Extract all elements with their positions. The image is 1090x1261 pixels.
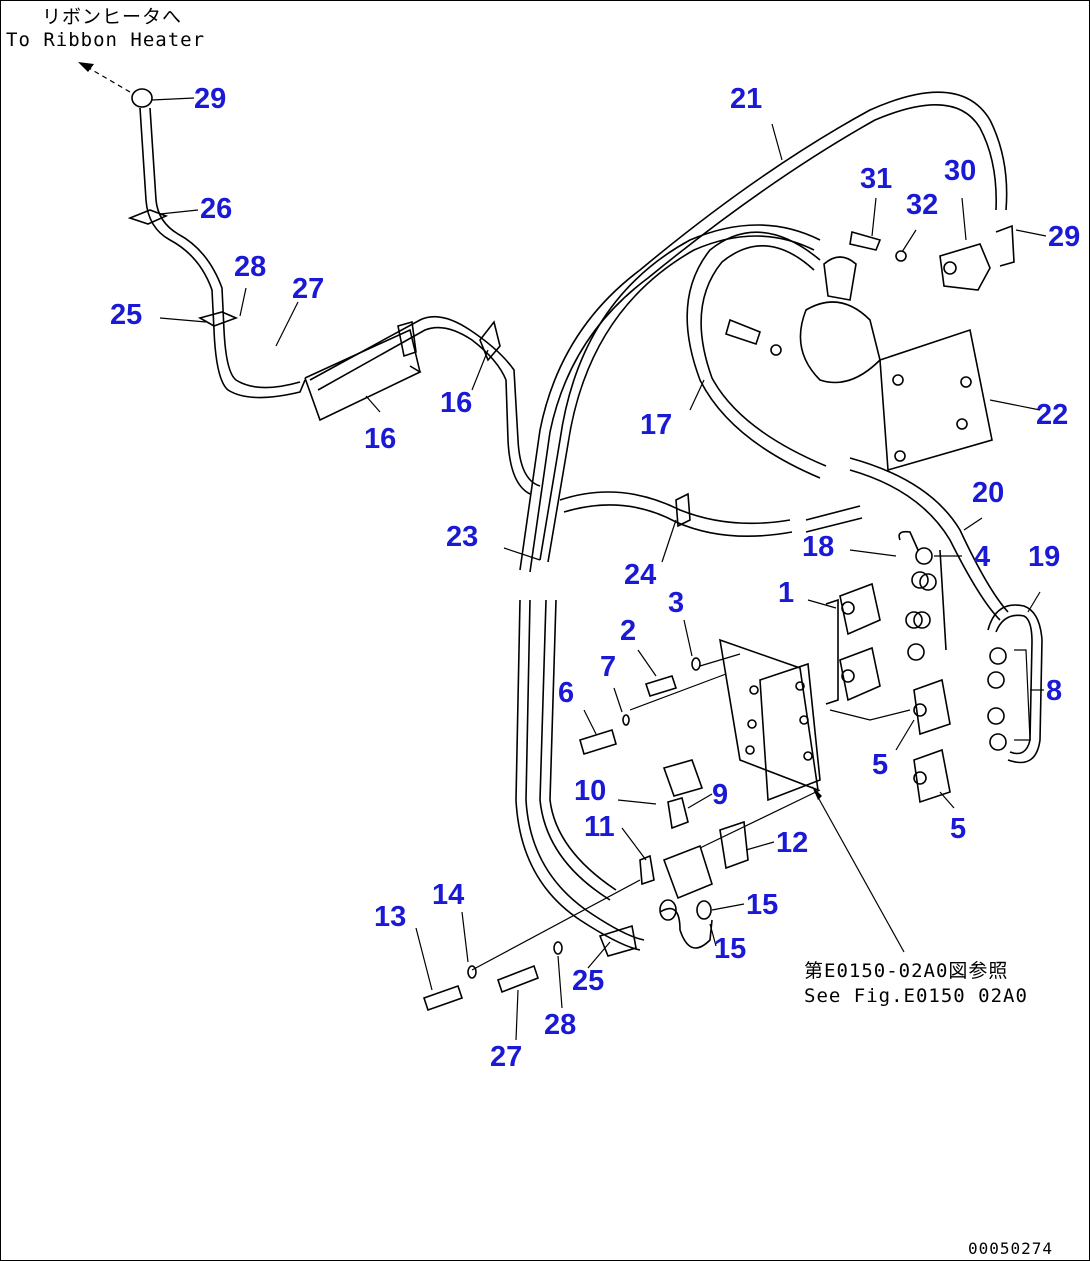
callout-30: 30 bbox=[944, 155, 976, 187]
callout-18: 18 bbox=[802, 531, 834, 563]
callout-10: 10 bbox=[574, 775, 606, 807]
callout-15: 15 bbox=[746, 889, 778, 921]
callout-29: 29 bbox=[194, 83, 226, 115]
ribbon-heater-note-jp: リボンヒータへ bbox=[42, 6, 183, 28]
callout-32: 32 bbox=[906, 189, 938, 221]
callout-31: 31 bbox=[860, 163, 892, 195]
connectors-right bbox=[829, 604, 1043, 804]
bolts-washers bbox=[579, 657, 701, 756]
callout-4: 4 bbox=[974, 541, 990, 573]
callout-1: 1 bbox=[778, 577, 794, 609]
callout-13: 13 bbox=[374, 901, 406, 933]
callout-15: 15 bbox=[714, 933, 746, 965]
ribbon-heater-note-en: To Ribbon Heater bbox=[6, 29, 206, 51]
left-hose bbox=[127, 88, 541, 495]
see-figure-note-en: See Fig.E0150 02A0 bbox=[804, 985, 1028, 1007]
callout-7: 7 bbox=[600, 651, 616, 683]
callout-28: 28 bbox=[234, 251, 266, 283]
see-figure-note-jp: 第E0150-02A0図参照 bbox=[804, 960, 1009, 982]
callout-8: 8 bbox=[1046, 675, 1062, 707]
callout-5: 5 bbox=[950, 813, 966, 845]
hose-21 bbox=[515, 91, 1008, 951]
callout-25: 25 bbox=[572, 965, 604, 997]
callout-6: 6 bbox=[558, 677, 574, 709]
callout-29: 29 bbox=[1048, 221, 1080, 253]
hose-24 bbox=[559, 491, 863, 538]
callout-21: 21 bbox=[730, 83, 762, 115]
callout-22: 22 bbox=[1036, 399, 1068, 431]
callout-leaders bbox=[151, 97, 1047, 1041]
callout-12: 12 bbox=[776, 827, 808, 859]
callout-26: 26 bbox=[200, 193, 232, 225]
callout-27: 27 bbox=[292, 273, 324, 305]
fuse-block bbox=[825, 530, 947, 705]
callout-27: 27 bbox=[490, 1041, 522, 1073]
reference-leader bbox=[812, 786, 905, 953]
callout-2: 2 bbox=[620, 615, 636, 647]
ribbon-heater-arrow bbox=[78, 62, 131, 93]
bottom-hardware bbox=[422, 879, 713, 1012]
callout-19: 19 bbox=[1028, 541, 1060, 573]
callout-20: 20 bbox=[972, 477, 1004, 509]
callout-16: 16 bbox=[440, 387, 472, 419]
callout-9: 9 bbox=[712, 779, 728, 811]
callout-28: 28 bbox=[544, 1009, 576, 1041]
heater-relay-22 bbox=[725, 256, 993, 472]
mounting-plate bbox=[629, 638, 821, 802]
callout-23: 23 bbox=[446, 521, 478, 553]
hose-17 bbox=[686, 231, 1009, 621]
callout-11: 11 bbox=[584, 811, 615, 843]
callout-5: 5 bbox=[872, 749, 888, 781]
drawing-number: 00050274 bbox=[968, 1239, 1054, 1258]
callout-3: 3 bbox=[668, 587, 684, 619]
callout-14: 14 bbox=[432, 879, 464, 911]
relay-30 bbox=[849, 224, 1015, 291]
callout-17: 17 bbox=[640, 409, 672, 441]
callout-16: 16 bbox=[364, 423, 396, 455]
callout-24: 24 bbox=[624, 559, 656, 591]
callout-25: 25 bbox=[110, 299, 142, 331]
relays-9-12 bbox=[639, 759, 821, 900]
callout-numbers: 29 26 28 27 25 16 16 21 31 32 30 29 17 2… bbox=[110, 83, 1080, 1073]
